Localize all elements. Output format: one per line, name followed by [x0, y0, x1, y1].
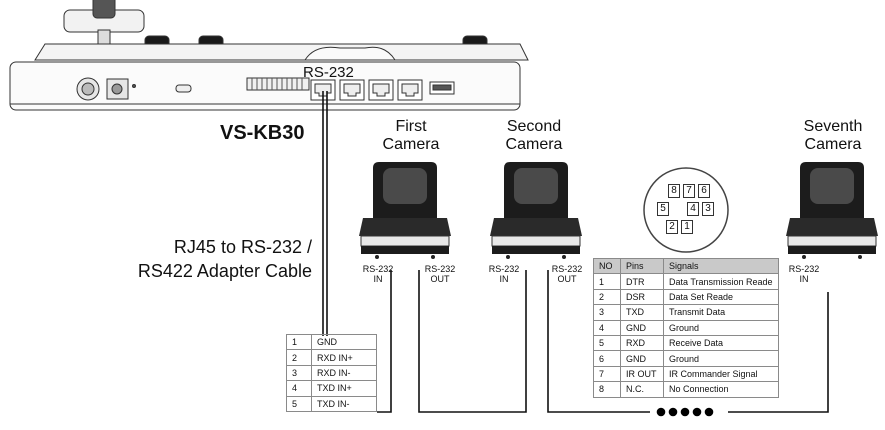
cell-signal: Data Set Reade	[663, 288, 779, 306]
ptz-camera-icon	[359, 162, 878, 259]
cell-pin: TXD	[620, 304, 664, 321]
port-label-cam1-in: RS-232 IN	[356, 264, 400, 284]
table-row: 2 RXD IN+	[286, 349, 377, 366]
cell-pin: RXD	[620, 334, 664, 352]
cable-label: RJ45 to RS-232 / RS422 Adapter Cable	[100, 235, 312, 283]
cell-pin: N.C.	[620, 381, 664, 398]
port-label-line2: OUT	[430, 274, 450, 284]
din-pin-5: 5	[657, 202, 669, 216]
din-connector-icon	[643, 167, 729, 253]
table-row: 6 GND Ground	[593, 350, 779, 367]
port-label-cam1-out: RS-232 OUT	[418, 264, 462, 284]
camera-title-line2: Camera	[505, 136, 563, 153]
cell-no: 1	[593, 273, 621, 290]
table-row: 5 TXD IN-	[286, 395, 377, 412]
port-label-line2: IN	[499, 274, 509, 284]
pin-signal: TXD IN+	[311, 380, 377, 397]
din-pin-7: 7	[683, 184, 695, 198]
pin-number: 1	[286, 333, 312, 351]
cell-signal: Transmit Data	[663, 304, 779, 321]
din-pin-1: 1	[681, 220, 693, 234]
camera-title-line2: Camera	[804, 136, 862, 153]
pin-number: 5	[286, 395, 312, 412]
wiring	[322, 91, 829, 413]
camera-title-line1: Seventh	[803, 118, 863, 135]
cell-pin: GND	[620, 319, 664, 336]
camera-title-second: Second Camera	[489, 118, 579, 154]
cell-pin: GND	[620, 350, 664, 367]
cable-label-line2: RS422 Adapter Cable	[137, 261, 312, 281]
table-row: 1 GND	[286, 333, 377, 351]
joystick-icon	[63, 0, 145, 49]
cell-no: 2	[593, 288, 621, 306]
port-label-cam2-out: RS-232 OUT	[545, 264, 589, 284]
table-row: 4 GND Ground	[593, 319, 779, 336]
table-row: 7 IR OUT IR Commander Signal	[593, 365, 779, 383]
table-row: 3 RXD IN-	[286, 364, 377, 382]
camera-title-line2: Camera	[382, 136, 440, 153]
column-header: NO	[593, 257, 621, 275]
cell-signal: IR Commander Signal	[663, 365, 779, 383]
rs232-port-label: RS-232	[303, 64, 354, 81]
table-row: 3 TXD Transmit Data	[593, 304, 779, 321]
cell-no: 8	[593, 381, 621, 398]
pin-number: 4	[286, 380, 312, 397]
camera-title-line1: First	[395, 118, 427, 135]
table-row: 1 DTR Data Transmission Reade	[593, 273, 779, 290]
camera-title-first: First Camera	[366, 118, 456, 154]
table-row: 5 RXD Receive Data	[593, 334, 779, 352]
cell-no: 3	[593, 304, 621, 321]
table-header-row: NO Pins Signals	[593, 257, 779, 275]
table-row: 2 DSR Data Set Reade	[593, 288, 779, 306]
cell-signal: Receive Data	[663, 334, 779, 352]
pin-signal: GND	[311, 333, 377, 351]
camera-title-line1: Second	[506, 118, 562, 135]
port-label-cam7-in: RS-232 IN	[782, 264, 826, 284]
pin-signal: TXD IN-	[311, 395, 377, 412]
cable-label-line1: RJ45 to RS-232 /	[173, 237, 312, 257]
din-pin-2: 2	[666, 220, 678, 234]
table-row: 8 N.C. No Connection	[593, 381, 779, 398]
continuation-dots	[656, 407, 714, 417]
port-label-line1: RS-232	[488, 264, 520, 274]
cell-pin: DSR	[620, 288, 664, 306]
cell-no: 7	[593, 365, 621, 383]
cell-no: 4	[593, 319, 621, 336]
din-pin-4: 4	[687, 202, 699, 216]
pin-signal: RXD IN+	[311, 349, 377, 366]
cell-no: 5	[593, 334, 621, 352]
pin-number: 3	[286, 364, 312, 382]
cell-pin: DTR	[620, 273, 664, 290]
camera-title-seventh: Seventh Camera	[788, 118, 878, 154]
cell-signal: No Connection	[663, 381, 779, 398]
adapter-pin-table: 1 GND 2 RXD IN+ 3 RXD IN- 4 TXD IN+ 5 TX…	[286, 333, 377, 412]
din-pin-6: 6	[698, 184, 710, 198]
din-pin-8: 8	[668, 184, 680, 198]
signal-pin-table: NO Pins Signals 1 DTR Data Transmission …	[593, 257, 779, 398]
port-label-line1: RS-232	[362, 264, 394, 274]
cell-pin: IR OUT	[620, 365, 664, 383]
port-label-line1: RS-232	[424, 264, 456, 274]
cell-signal: Ground	[663, 350, 779, 367]
column-header: Signals	[663, 257, 779, 275]
table-row: 4 TXD IN+	[286, 380, 377, 397]
column-header: Pins	[620, 257, 664, 275]
port-label-line2: IN	[373, 274, 383, 284]
port-label-cam2-in: RS-232 IN	[482, 264, 526, 284]
din-pin-3: 3	[702, 202, 714, 216]
port-label-line1: RS-232	[788, 264, 820, 274]
vs-kb30-controller	[9, 0, 529, 111]
cell-no: 6	[593, 350, 621, 367]
pin-number: 2	[286, 349, 312, 366]
port-label-line1: RS-232	[551, 264, 583, 274]
cell-signal: Data Transmission Reade	[663, 273, 779, 290]
usb-port-icon	[429, 81, 455, 95]
port-label-line2: IN	[799, 274, 809, 284]
pin-signal: RXD IN-	[311, 364, 377, 382]
cell-signal: Ground	[663, 319, 779, 336]
port-label-line2: OUT	[557, 274, 577, 284]
device-model-label: VS-KB30	[220, 122, 305, 144]
